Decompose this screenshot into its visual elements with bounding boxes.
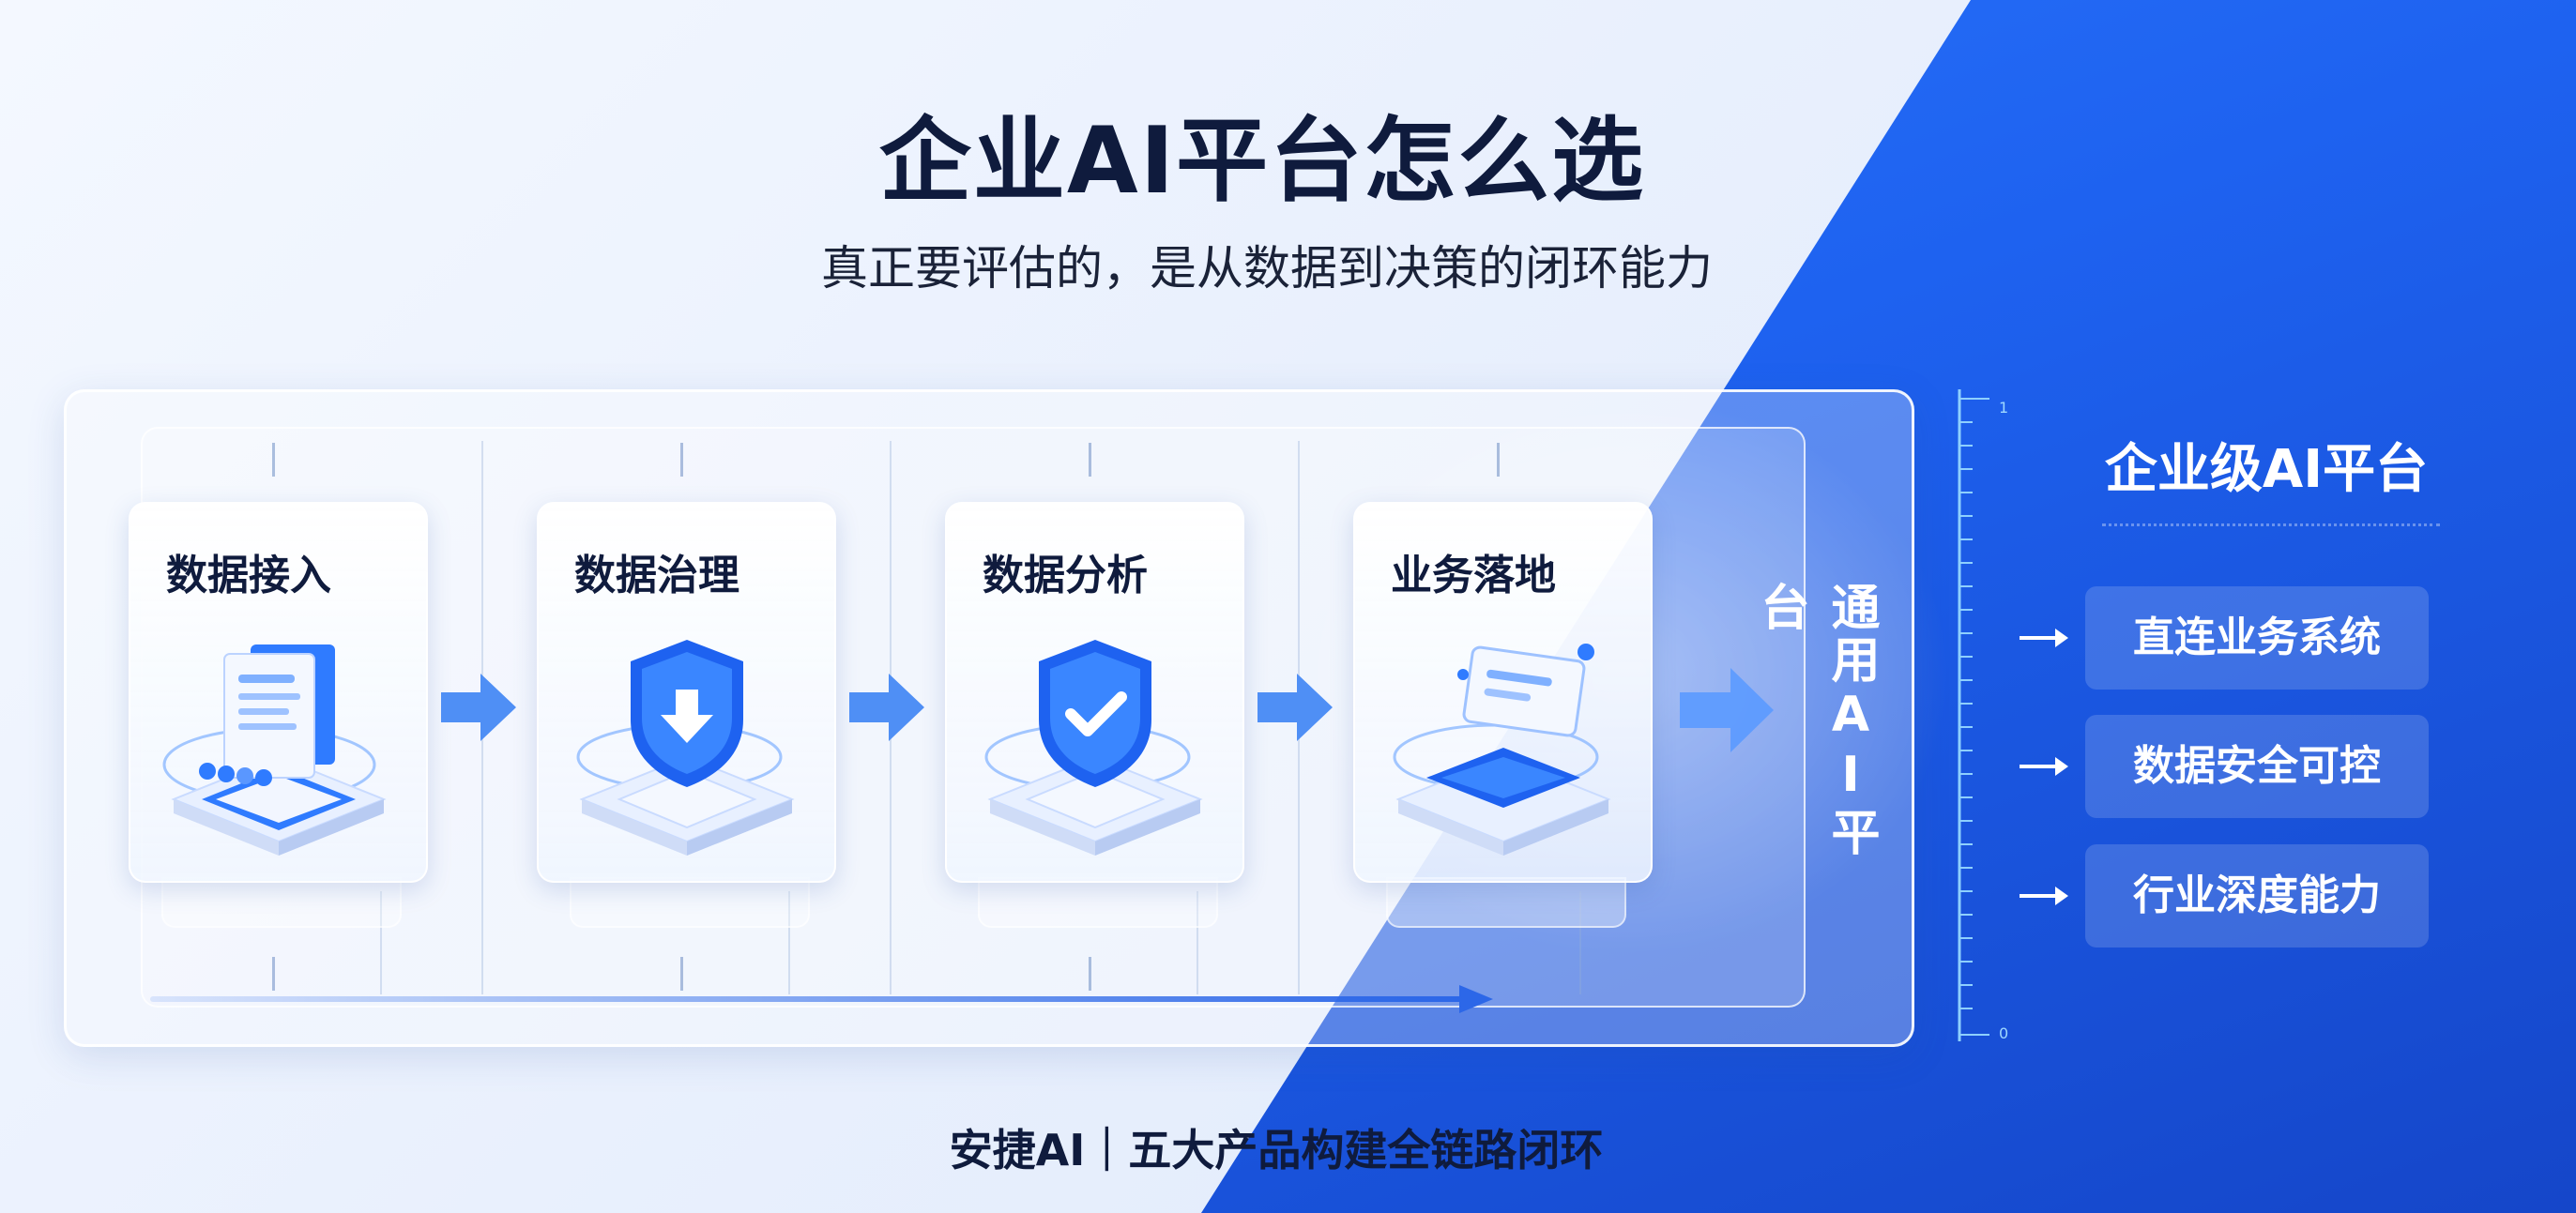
document-stack-icon <box>162 644 387 856</box>
platform-arrow-icon <box>1680 668 1774 752</box>
column-tick <box>1497 443 1500 477</box>
arrow-right-icon <box>2020 629 2068 647</box>
card-backplate <box>1386 877 1626 928</box>
scale-ruler <box>1958 389 1989 1041</box>
column-tick <box>1089 957 1091 991</box>
shield-download-icon <box>576 640 795 856</box>
title-divider <box>2102 523 2440 526</box>
ruler-top-label: 1 <box>1999 399 2009 417</box>
arrow-right-icon <box>2020 887 2068 905</box>
shield-check-icon <box>984 640 1203 856</box>
step-label: 数据分析 <box>983 552 1148 599</box>
column-divider <box>380 891 382 994</box>
arrow-right-icon <box>2020 757 2068 776</box>
step-card-data-ingestion: 数据接入 <box>129 502 428 883</box>
flow-line <box>150 996 1464 1002</box>
column-divider <box>788 891 790 994</box>
card-backplate <box>978 877 1218 928</box>
step-card-data-analysis: 数据分析 <box>945 502 1244 883</box>
column-divider <box>1579 891 1581 994</box>
step-label: 业务落地 <box>1391 552 1556 599</box>
feature-item: 直连业务系统 <box>2085 586 2429 690</box>
step-arrow-icon <box>441 674 516 741</box>
ruler-bottom-label: 0 <box>1999 1024 2009 1042</box>
general-ai-platform-label: 通用AI平台 <box>1752 582 1879 859</box>
page-subtitle: 真正要评估的，是从数据到决策的闭环能力 <box>821 241 1713 296</box>
step-card-data-governance: 数据治理 <box>537 502 836 883</box>
step-label: 数据治理 <box>574 552 739 599</box>
footer-tagline: 安捷AI｜五大产品构建全链路闭环 <box>949 1125 1604 1175</box>
feature-item: 行业深度能力 <box>2085 844 2429 948</box>
column-tick <box>680 957 683 991</box>
card-backplate <box>161 877 402 928</box>
column-tick <box>272 957 275 991</box>
screen-card-icon <box>1393 644 1611 856</box>
enterprise-ai-platform-title: 企业级AI平台 <box>2104 439 2429 500</box>
page-title: 企业AI平台怎么选 <box>878 108 1646 215</box>
flow-arrowhead-icon <box>1459 985 1493 1013</box>
step-arrow-icon <box>849 674 924 741</box>
column-tick <box>272 443 275 477</box>
step-arrow-icon <box>1258 674 1333 741</box>
step-label: 数据接入 <box>166 552 331 599</box>
step-card-business-implementation: 业务落地 <box>1353 502 1653 883</box>
column-divider <box>1197 891 1198 994</box>
feature-item: 数据安全可控 <box>2085 715 2429 818</box>
column-tick <box>1089 443 1091 477</box>
card-backplate <box>570 877 810 928</box>
column-tick <box>680 443 683 477</box>
